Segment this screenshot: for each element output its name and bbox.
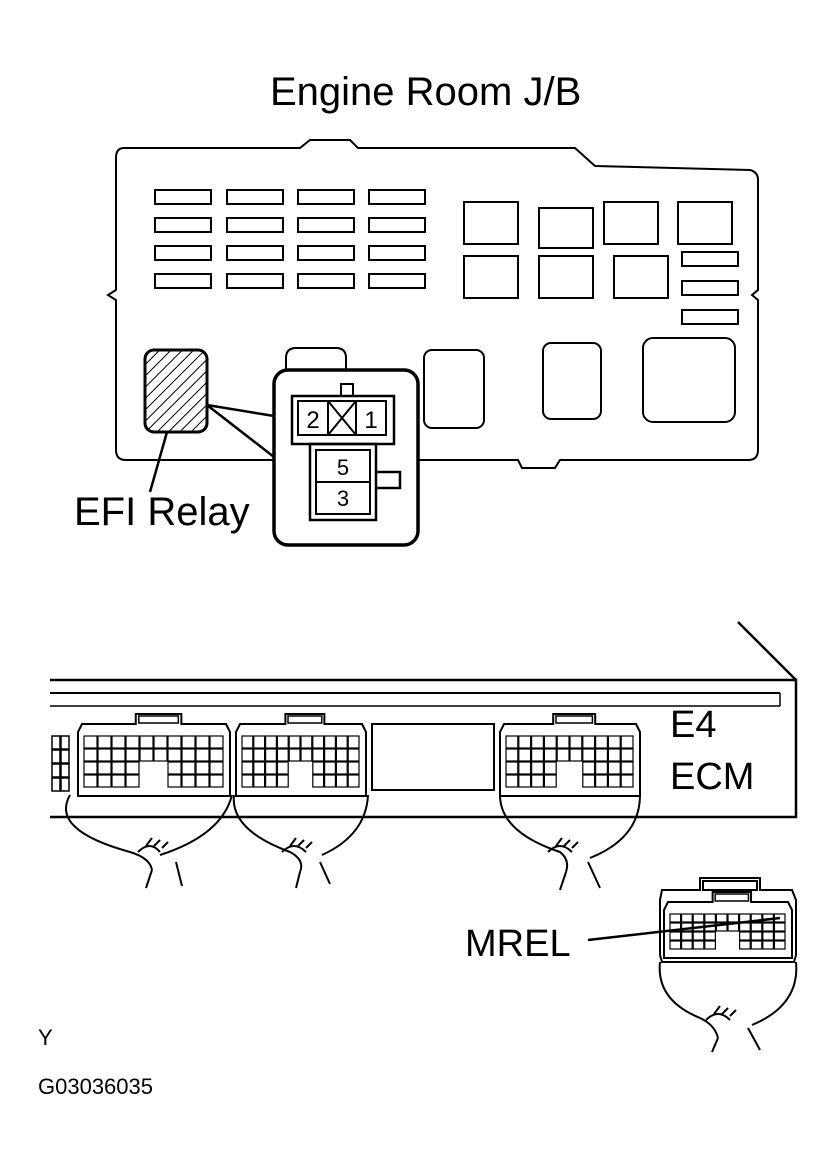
ecm-window — [371, 723, 495, 791]
ecm-label: ECM — [670, 756, 755, 798]
efi-relay-label: EFI Relay — [74, 490, 250, 534]
callout-line — [206, 404, 275, 458]
relay-pin-1: 1 — [364, 407, 377, 434]
mrel-connector — [587, 877, 798, 1053]
junction-block-outline — [106, 139, 759, 469]
mrel-terminal-label: MREL — [465, 923, 571, 965]
relay-sockets — [463, 201, 739, 325]
junction-block-title: Engine Room J/B — [270, 70, 582, 114]
callout-line — [206, 403, 275, 418]
mrel-connector-pins — [663, 891, 793, 959]
connector-pin-grids — [51, 713, 793, 959]
relay-pin-5: 5 — [337, 455, 349, 480]
fuse-slots — [154, 189, 426, 289]
ecm-connector — [77, 713, 231, 797]
efi-relay-socket — [143, 348, 209, 434]
relay-pin-2: 2 — [306, 407, 319, 434]
wire-harnesses — [65, 794, 641, 891]
junction-block — [106, 139, 759, 493]
footer-mark: Y — [38, 1025, 53, 1050]
ecm-connector-partial — [51, 735, 70, 792]
relay-pin-3: 3 — [337, 486, 349, 511]
lower-sockets — [285, 337, 736, 429]
ecm-connector — [499, 713, 641, 797]
figure-code: G03036035 — [38, 1074, 153, 1099]
ecm-unit — [50, 621, 798, 819]
relay-pin-detail: 2 1 5 3 — [272, 368, 420, 547]
connector-code-label: E4 — [670, 704, 717, 746]
relay-leader-line — [148, 431, 169, 493]
ecm-connector — [235, 713, 367, 797]
